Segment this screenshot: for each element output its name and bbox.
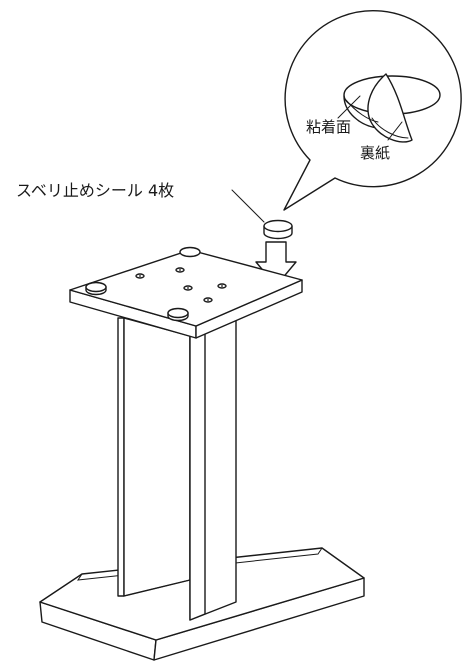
seal-closeup-icon <box>343 73 441 143</box>
foot-seal-left <box>85 281 107 296</box>
seal-label: スベリ止めシール 4枚 <box>16 181 174 200</box>
column-panel-left <box>117 317 125 597</box>
screw-hole <box>183 285 193 291</box>
foot-seal-back <box>179 246 201 258</box>
backing-label: 裏紙 <box>360 144 390 162</box>
screw-hole <box>175 267 185 273</box>
top-plate <box>69 246 303 339</box>
anti-slip-seal <box>263 219 293 240</box>
backing-leader <box>387 121 403 141</box>
adhesive-label: 粘着面 <box>306 118 351 136</box>
adhesive-leader <box>337 95 361 119</box>
seal-leader <box>231 189 265 223</box>
magnified-callout: 粘着面 裏紙 <box>283 10 462 211</box>
screw-hole <box>135 273 145 279</box>
stand-column <box>117 317 237 621</box>
foot-seal-front <box>167 307 189 322</box>
screw-hole <box>203 297 213 303</box>
screw-hole <box>217 283 227 289</box>
down-arrow-icon <box>255 241 297 287</box>
screw-holes <box>135 267 227 303</box>
